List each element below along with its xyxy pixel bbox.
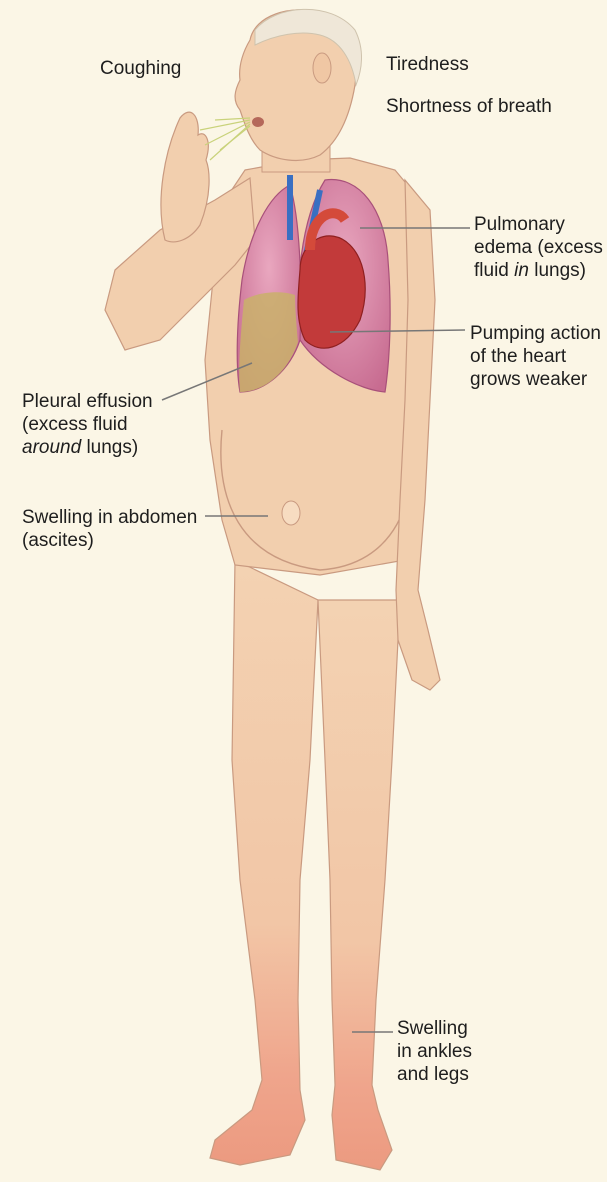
label-coughing: Coughing (100, 57, 181, 80)
label-pleural-effusion: Pleural effusion (excess fluid around lu… (22, 390, 153, 459)
label-tiredness: Tiredness (386, 53, 469, 76)
label-swelling-ankles: Swelling in ankles and legs (397, 1017, 472, 1086)
navel (282, 501, 300, 525)
label-shortness-of-breath: Shortness of breath (386, 95, 552, 118)
legs (210, 560, 400, 1170)
label-pulmonary-edema: Pulmonary edema (excess fluid in lungs) (474, 213, 603, 282)
label-swelling-abdomen: Swelling in abdomen (ascites) (22, 506, 197, 552)
label-pumping-action: Pumping action of the heart grows weaker (470, 322, 601, 391)
mouth (252, 117, 264, 127)
ear (313, 53, 331, 83)
